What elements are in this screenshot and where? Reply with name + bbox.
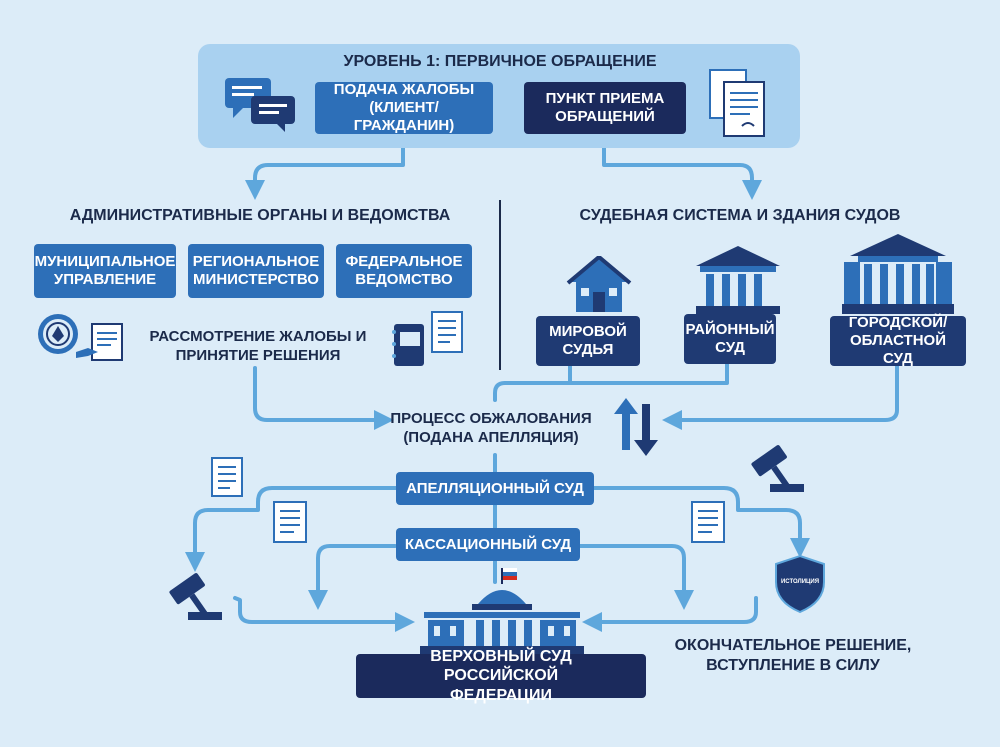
hand-document-icon	[76, 323, 123, 361]
up-down-arrows-icon	[614, 398, 658, 456]
appellate-court-box: АПЕЛЛЯЦИОННЫЙ СУД	[396, 472, 594, 505]
admin-heading: АДМИНИСТРАТИВНЫЕ ОРГАНЫ И ВЕДОМСТВА	[69, 207, 451, 224]
document-icon-right	[691, 501, 725, 543]
magistrate-box: МИРОВОЙ СУДЬЯ	[536, 316, 640, 366]
final-decision-text: ОКОНЧАТЕЛЬНОЕ РЕШЕНИЕ, ВСТУПЛЕНИЕ В СИЛУ	[674, 637, 912, 674]
supreme-court-building-icon	[420, 568, 584, 654]
section-divider	[499, 200, 501, 370]
document-icon	[431, 311, 463, 353]
district-court-box: РАЙОННЫЙ СУД	[684, 314, 776, 364]
regional-box: РЕГИОНАЛЬНОЕ МИНИСТЕРСТВО	[188, 244, 324, 298]
courthouse-icon	[696, 246, 780, 314]
level1-panel	[198, 44, 800, 148]
courts-heading: СУДЕБНАЯ СИСТЕМА И ЗДАНИЯ СУДОВ	[579, 207, 901, 224]
gavel-icon-right	[751, 445, 804, 492]
cassation-court-box: КАССАЦИОННЫЙ СУД	[396, 528, 580, 561]
binder-icon	[392, 324, 424, 366]
chat-bubbles-icon	[225, 78, 295, 132]
seal-icon	[38, 314, 78, 354]
review-text: РАССМОТРЕНИЕ ЖАЛОБЫ И ПРИНЯТИЕ РЕШЕНИЯ	[149, 328, 367, 364]
level1-title: УРОВЕНЬ 1: ПЕРВИЧНОЕ ОБРАЩЕНИЕ	[343, 53, 657, 70]
document-icon-center-left	[273, 501, 307, 543]
municipal-box: МУНИЦИПАЛЬНОЕ УПРАВЛЕНИЕ	[34, 244, 176, 298]
submit-complaint-box: ПОДАЧА ЖАЛОБЫ (КЛИЕНТ/ГРАЖДАНИН)	[315, 81, 493, 134]
intake-point-box: ПУНКТ ПРИЕМА ОБРАЩЕНИЙ	[524, 82, 686, 134]
city-court-box: ГОРОДСКОЙ/ ОБЛАСТНОЙ СУД	[830, 314, 966, 367]
gavel-icon-left	[169, 573, 222, 620]
documents-icon	[709, 69, 765, 137]
house-icon	[566, 256, 632, 312]
shield-label: ИСТОЛИЦИЯ	[780, 579, 820, 585]
supreme-court-box: ВЕРХОВНЫЙ СУД РОССИЙСКОЙ ФЕДЕРАЦИИ	[356, 648, 646, 704]
courthouse-large-icon	[842, 234, 954, 314]
document-icon-left	[211, 457, 243, 497]
federal-box: ФЕДЕРАЛЬНОЕ ВЕДОМСТВО	[336, 244, 472, 298]
shield-icon	[775, 554, 825, 614]
appeal-process-text: ПРОЦЕСС ОБЖАЛОВАНИЯ (ПОДАНА АПЕЛЛЯЦИЯ)	[390, 410, 592, 446]
